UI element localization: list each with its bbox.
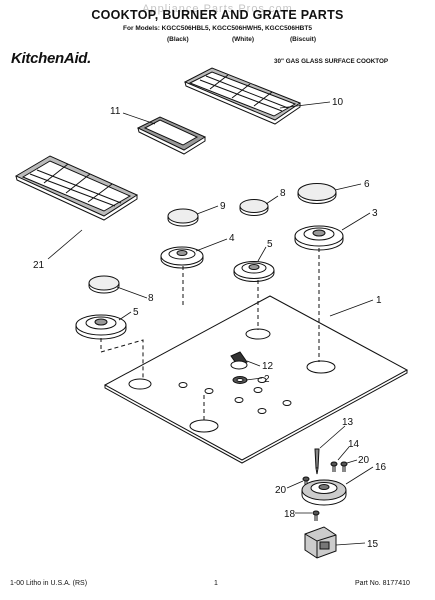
callout-16: 16 xyxy=(375,462,387,473)
color-biscuit: (Biscuit) xyxy=(290,36,316,43)
callout-10: 10 xyxy=(332,97,344,108)
callout-3: 3 xyxy=(372,208,378,219)
callout-4: 4 xyxy=(229,233,235,244)
burner-base-part-16 xyxy=(301,479,347,506)
callout-12: 12 xyxy=(262,361,274,372)
callout-2: 2 xyxy=(264,374,270,385)
footer-litho: 1-00 Litho in U.S.A. (RS) xyxy=(10,580,88,587)
callout-6: 6 xyxy=(364,179,370,190)
screw-part-18 xyxy=(312,510,320,521)
callout-11: 11 xyxy=(110,106,121,117)
burner-cap-part-9 xyxy=(167,208,199,227)
screw-part-20 xyxy=(302,461,348,487)
leader-lines xyxy=(47,101,374,546)
electrode-part-13 xyxy=(314,448,320,475)
grate-part-11 xyxy=(136,116,207,155)
callout-20: 20 xyxy=(358,455,370,466)
grate-part-21 xyxy=(14,155,139,221)
callout-14: 14 xyxy=(348,439,360,450)
callout-15: 15 xyxy=(367,539,379,550)
bezel-part-2 xyxy=(232,376,248,384)
burner-base-part-4 xyxy=(160,246,204,269)
cooktop-glass-part-1 xyxy=(103,295,409,464)
footer-page-number: 1 xyxy=(214,580,218,587)
grate-part-10 xyxy=(183,67,302,125)
callout-18: 18 xyxy=(284,509,296,520)
callout-8-left: 8 xyxy=(148,293,154,304)
burner-base-part-5-left xyxy=(75,314,127,340)
screw-part-14 xyxy=(330,461,338,472)
callout-8: 8 xyxy=(280,188,286,199)
callout-20-left: 20 xyxy=(275,485,287,496)
alignment-lines xyxy=(100,248,320,420)
control-knob-part-12 xyxy=(230,351,248,370)
footer-part-number: Part No. 8177410 xyxy=(355,580,410,587)
callout-9: 9 xyxy=(220,201,226,212)
model-numbers: For Models: KGCC506HBL5, KGCC506HWH5, KG… xyxy=(123,25,312,32)
burner-cap-part-6 xyxy=(297,183,337,204)
burner-cap-part-8 xyxy=(239,199,269,216)
color-black: (Black) xyxy=(167,36,189,43)
brand-logo: KitchenAid. xyxy=(11,50,92,67)
callout-13: 13 xyxy=(342,417,354,428)
callout-5-left: 5 xyxy=(133,307,139,318)
burner-cap-part-8-left xyxy=(88,275,120,294)
callout-numbers: 10 11 21 9 8 6 3 4 5 8 5 1 12 2 13 14 20… xyxy=(33,97,387,550)
callout-1: 1 xyxy=(376,295,382,306)
callout-21: 21 xyxy=(33,260,45,271)
cooktop-subtitle: 30" GAS GLASS SURFACE COOKTOP xyxy=(274,58,389,65)
burner-base-part-3 xyxy=(294,225,344,251)
orifice-holder-part-15 xyxy=(304,526,337,559)
burner-base-part-5 xyxy=(233,261,275,282)
color-white: (White) xyxy=(232,36,255,43)
page-title: COOKTOP, BURNER AND GRATE PARTS xyxy=(91,8,344,22)
watermark: Appliance Parts Pros.com xyxy=(142,3,293,15)
callout-5: 5 xyxy=(267,239,273,250)
